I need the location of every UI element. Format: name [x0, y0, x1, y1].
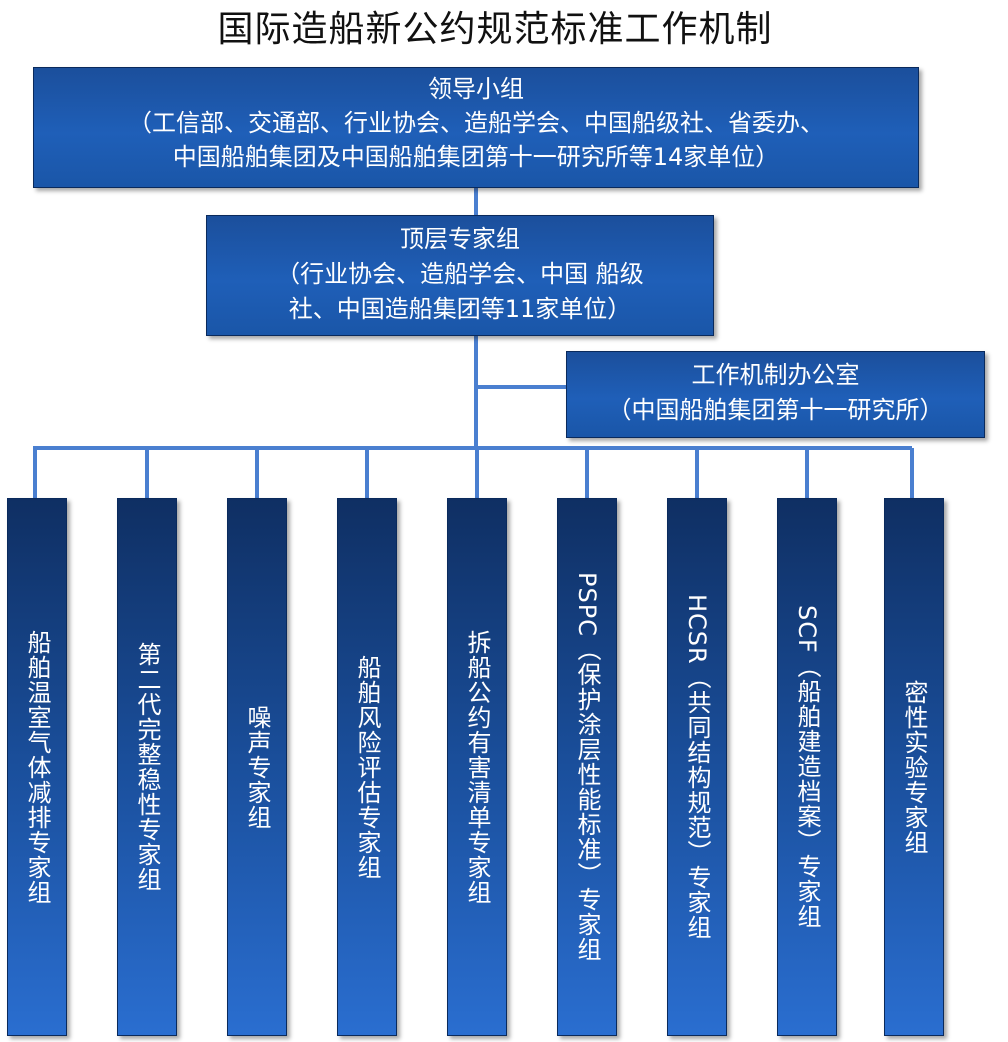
expert-group-scf: SCF（船舶建造档案）专家组 — [777, 498, 837, 1036]
expert-group-label: 船舶温室气体减排专家组 — [23, 629, 51, 905]
expert-group-label: 第二代完整稳性专家组 — [133, 642, 161, 892]
expert-group-hcsr: HCSR（共同结构规范）专家组 — [667, 498, 727, 1036]
connector-drops — [33, 448, 914, 498]
expert-group-label: PSPC（保护涂层性能标准）专家组 — [573, 572, 601, 962]
expert-group-tightness: 密性实验专家组 — [884, 498, 944, 1036]
expert-group-ghg: 船舶温室气体减排专家组 — [7, 498, 67, 1036]
expert-group-recycling: 拆船公约有害清单专家组 — [447, 498, 507, 1036]
leadership-group-box: 领导小组 （工信部、交通部、行业协会、造船学会、中国船级社、省委办、 中国船舶集… — [33, 67, 919, 188]
expert-group-label: HCSR（共同结构规范）专家组 — [683, 594, 711, 940]
expert-group-label: 船舶风险评估专家组 — [353, 654, 381, 880]
expert-group-label: SCF（船舶建造档案）专家组 — [793, 605, 821, 929]
top-expert-group-box: 顶层专家组 （行业协会、造船学会、中国 船级 社、中国造船集团等11家单位） — [206, 215, 714, 336]
working-office-name: 工作机制办公室 — [691, 361, 860, 389]
expert-group-label: 密性实验专家组 — [900, 679, 928, 855]
leadership-group-members-line1: （工信部、交通部、行业协会、造船学会、中国船级社、省委办、 — [128, 109, 824, 137]
expert-group-label: 拆船公约有害清单专家组 — [463, 629, 491, 905]
expert-group-pspc: PSPC（保护涂层性能标准）专家组 — [557, 498, 617, 1036]
diagram-title: 国际造船新公约规范标准工作机制 — [217, 9, 773, 50]
expert-group-label: 噪声专家组 — [243, 704, 271, 830]
expert-group-stability: 第二代完整稳性专家组 — [117, 498, 177, 1036]
working-office-box: 工作机制办公室 （中国船舶集团第十一研究所） — [566, 351, 985, 438]
top-expert-group-name: 顶层专家组 — [400, 225, 520, 253]
leadership-group-members-line2: 中国船舶集团及中国船舶集团第十一研究所等14家单位） — [172, 143, 780, 171]
working-office-members: （中国船舶集团第十一研究所） — [607, 396, 944, 424]
top-expert-group-members-line1: （行业协会、造船学会、中国 船级 — [276, 260, 644, 288]
top-expert-group-members-line2: 社、中国造船集团等11家单位） — [288, 295, 632, 323]
leadership-group-name: 领导小组 — [428, 75, 524, 103]
expert-group-noise: 噪声专家组 — [227, 498, 287, 1036]
expert-group-risk: 船舶风险评估专家组 — [337, 498, 397, 1036]
